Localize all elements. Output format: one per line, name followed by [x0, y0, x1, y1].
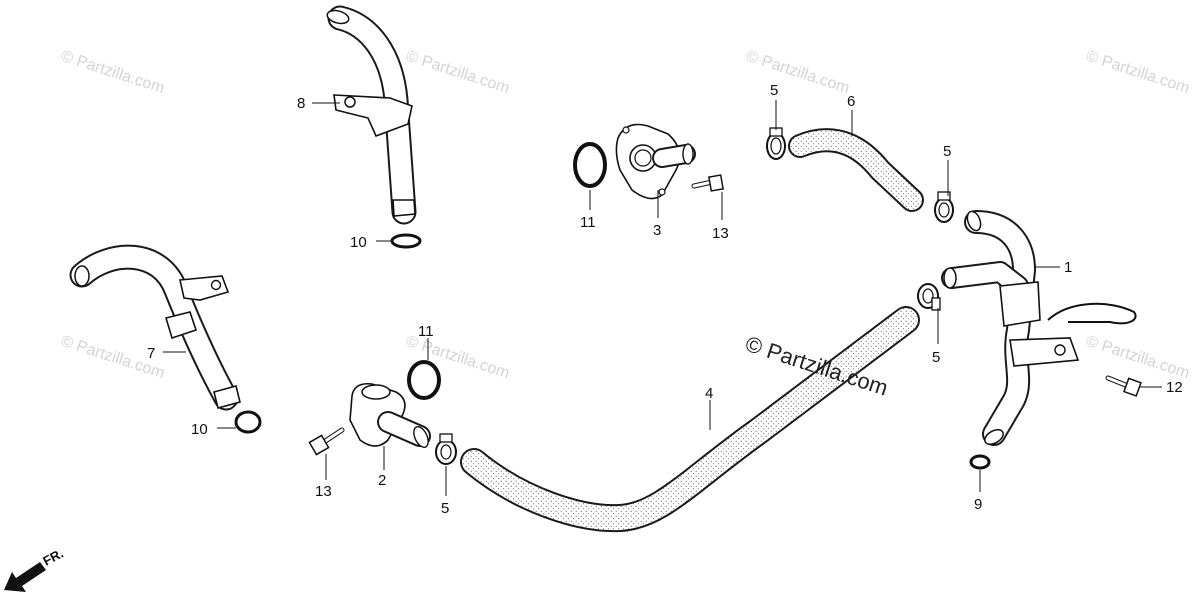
bolt-13-upper: [691, 174, 724, 192]
watermark: © Partzilla.com: [404, 333, 512, 382]
callout-4: 4: [705, 385, 713, 402]
clamp-5-d: [435, 433, 457, 465]
callout-11-lower: 11: [418, 323, 434, 340]
gasket-11-lower: [407, 360, 441, 400]
watermark: © Partzilla.com: [1084, 333, 1192, 382]
part-4-hose: [460, 306, 920, 533]
clamp-5-a: [766, 127, 786, 160]
callout-1: 1: [1064, 259, 1072, 276]
watermark: © Partzilla.com: [744, 48, 852, 97]
callout-13-upper: 13: [712, 225, 729, 242]
part-3-water-joint: [615, 123, 696, 200]
part-8-water-pipe: [326, 5, 417, 225]
callout-8: 8: [297, 95, 305, 112]
callout-labels: 8 10 7 10 11 3 13 5 6 5 1 5 11 4 12 2 5 …: [147, 82, 1183, 517]
part-7-water-pipe: [69, 244, 241, 411]
callout-7: 7: [147, 345, 155, 362]
clamp-5-c: [917, 283, 941, 311]
clamp-5-b: [934, 191, 954, 223]
callout-5-b: 5: [943, 143, 951, 160]
callout-2: 2: [378, 472, 386, 489]
front-direction-indicator: FR.: [4, 546, 66, 592]
part-2-water-joint: [349, 382, 431, 448]
callout-11-upper: 11: [580, 214, 596, 231]
front-arrow-icon: [4, 562, 46, 592]
o-ring-9: [969, 454, 991, 470]
callout-12: 12: [1166, 379, 1183, 396]
callout-9: 9: [974, 496, 982, 513]
part-1-water-pipe: [941, 210, 1137, 446]
o-ring-10-upper: [390, 233, 422, 249]
bolt-13-lower: [308, 427, 345, 456]
callout-13-lower: 13: [315, 483, 332, 500]
callout-5-c: 5: [932, 349, 940, 366]
watermark: © Partzilla.com: [1084, 48, 1192, 97]
leader-lines: [163, 100, 1162, 496]
callout-6: 6: [847, 93, 855, 110]
part-6-hose: [788, 128, 924, 212]
bolt-12: [1105, 375, 1142, 397]
o-ring-10-lower: [234, 410, 262, 434]
callout-10-upper: 10: [350, 234, 367, 251]
front-label: FR.: [40, 546, 66, 569]
watermark: © Partzilla.com: [59, 48, 167, 97]
callout-3: 3: [653, 222, 661, 239]
watermark: © Partzilla.com: [404, 48, 512, 97]
callout-5-a: 5: [770, 82, 778, 99]
gasket-11-upper: [573, 142, 607, 188]
callout-5-d: 5: [441, 500, 449, 517]
callout-10-lower: 10: [191, 421, 208, 438]
